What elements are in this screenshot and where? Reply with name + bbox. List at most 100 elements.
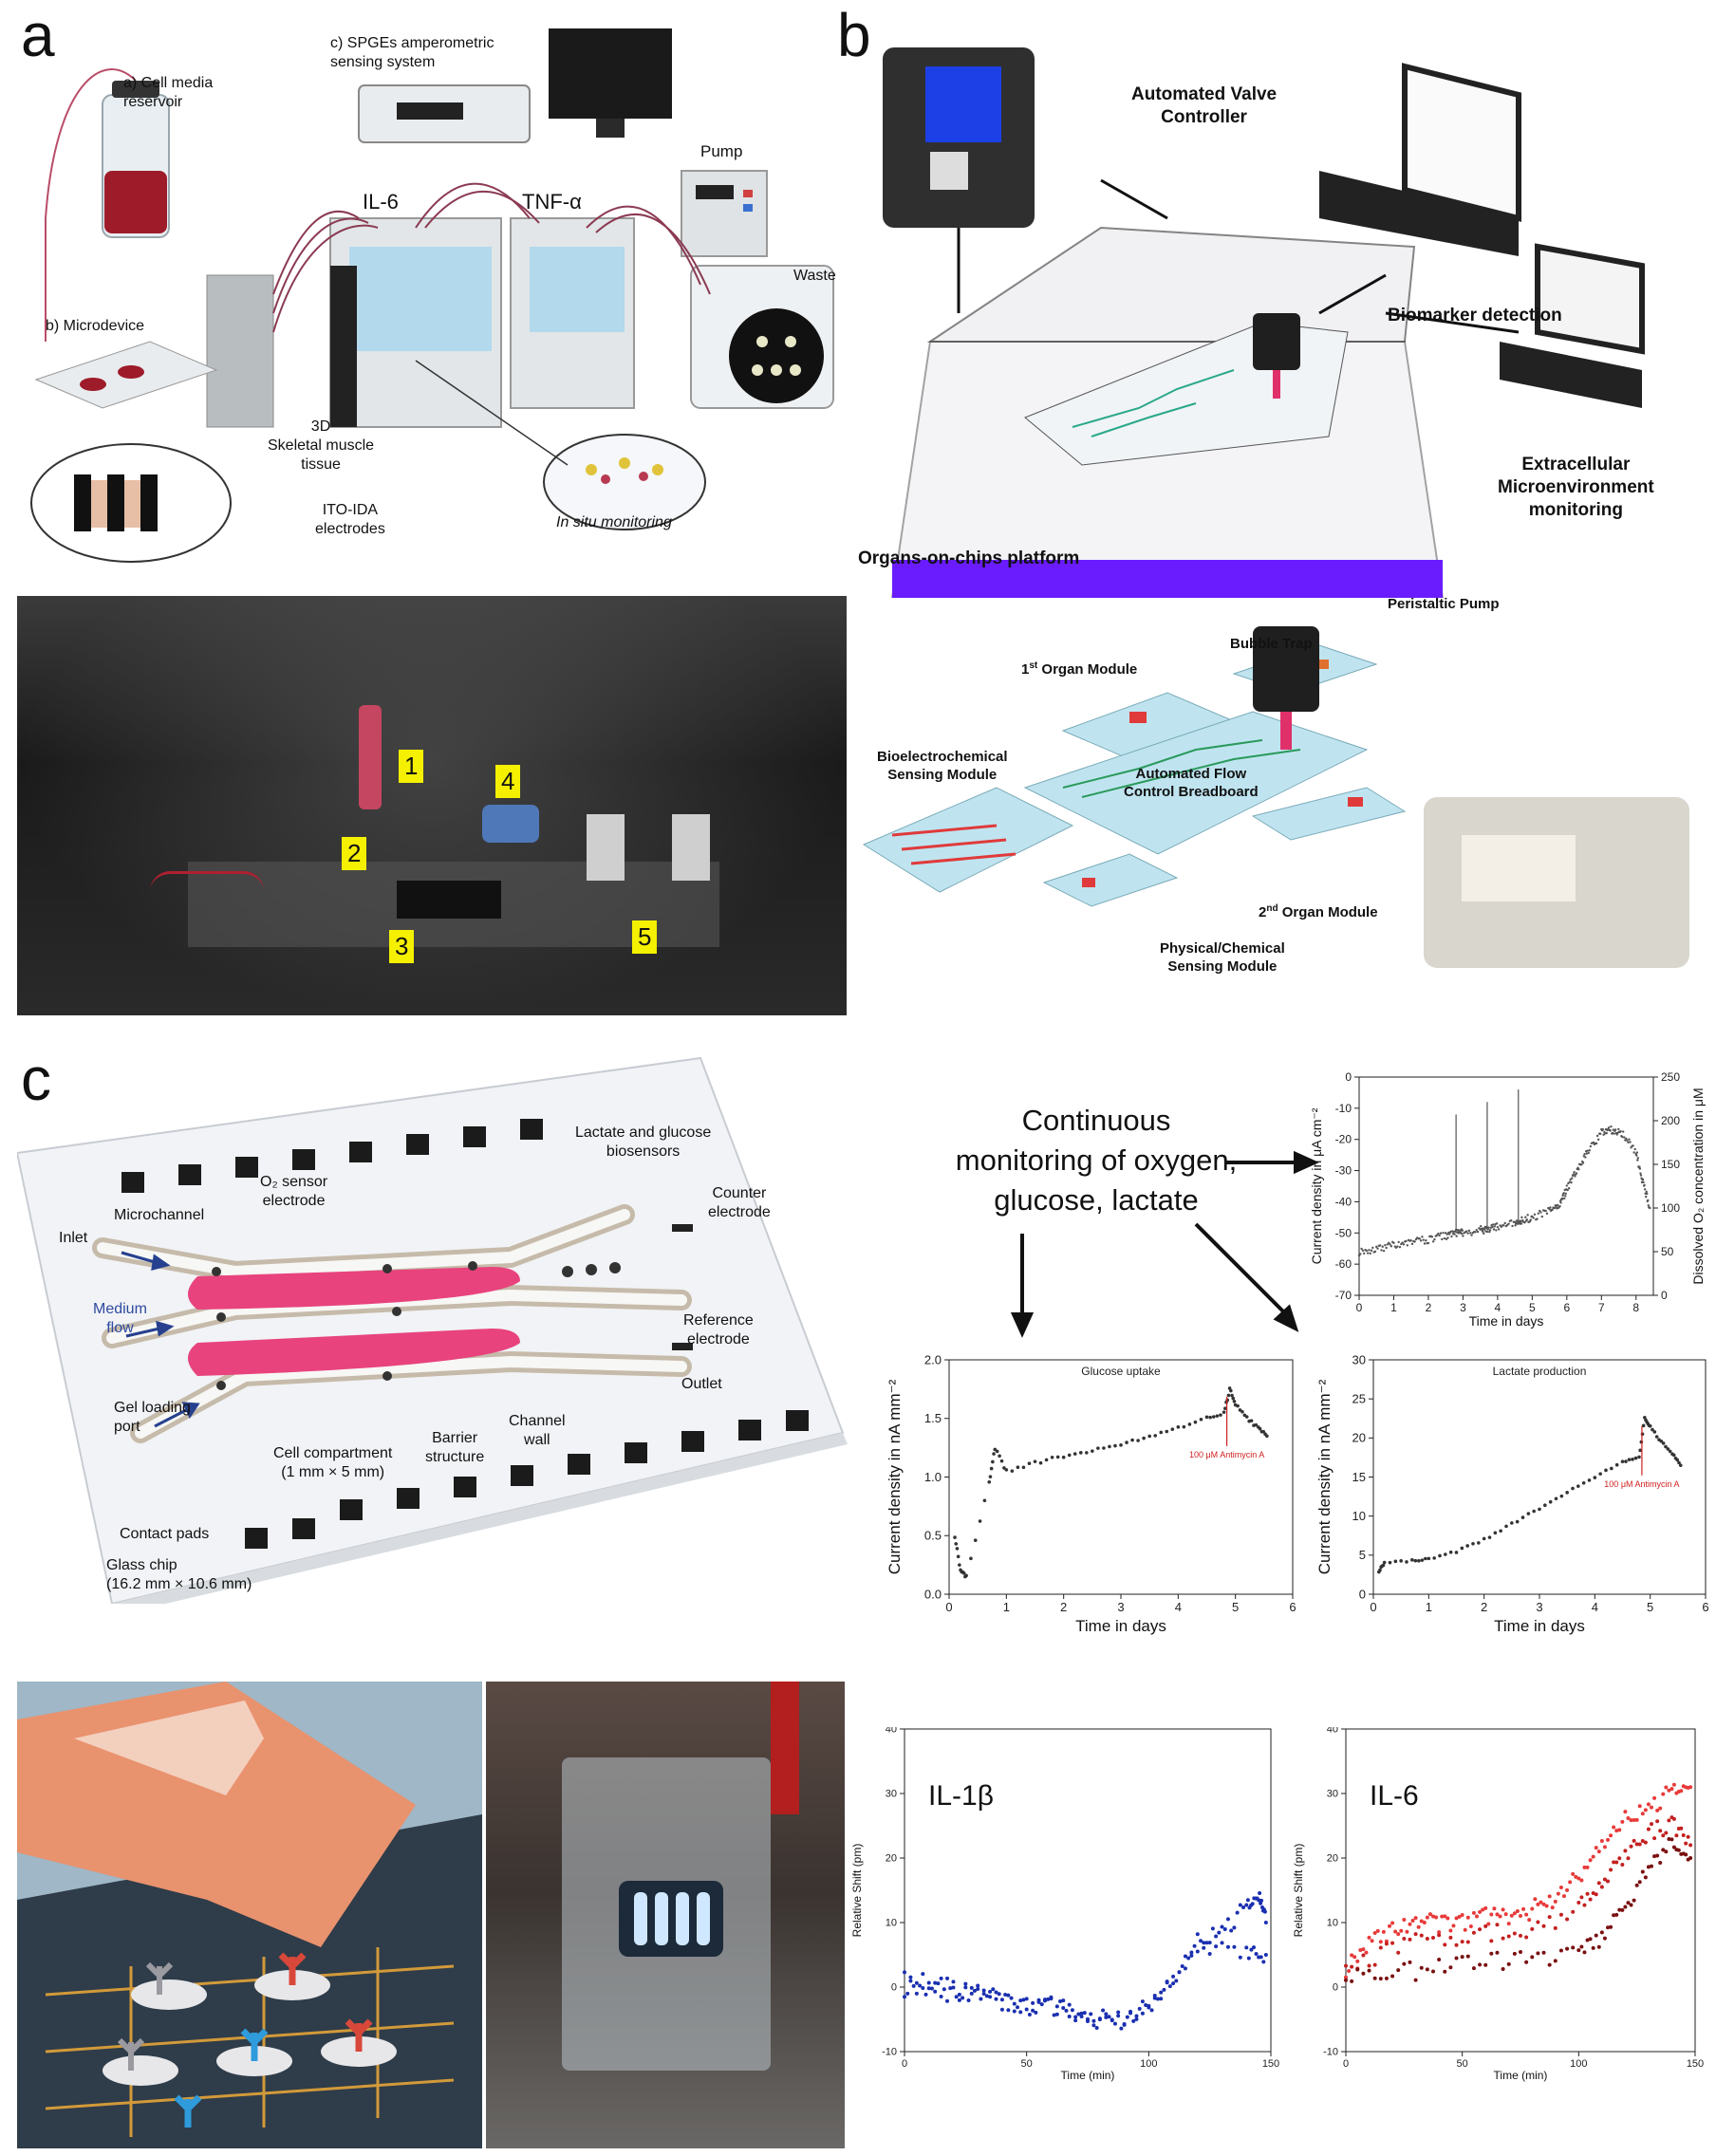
data-point — [1344, 1975, 1348, 1979]
data-point — [1637, 1880, 1642, 1885]
data-point — [1420, 1558, 1425, 1562]
data-point — [1483, 1232, 1485, 1236]
data-point — [1193, 1420, 1198, 1424]
data-point — [1259, 1955, 1263, 1960]
data-point — [1482, 1230, 1484, 1234]
data-point — [1619, 1130, 1622, 1133]
data-point — [1646, 1865, 1651, 1869]
data-point — [1677, 1460, 1681, 1465]
data-point — [1497, 1228, 1501, 1231]
glass-chip-label: Glass chip (16.2 mm × 10.6 mm) — [106, 1557, 252, 1592]
data-point — [1054, 2004, 1059, 2009]
data-point — [1421, 1236, 1424, 1238]
data-point — [933, 1989, 938, 1994]
data-point — [1614, 1912, 1619, 1917]
data-point — [1419, 1965, 1424, 1970]
outlet-label: Outlet — [681, 1376, 722, 1392]
y-axis-label: Current density in nA mm⁻² — [1315, 1379, 1334, 1574]
data-point — [1189, 1950, 1194, 1955]
data-point — [911, 1983, 916, 1988]
data-point — [1259, 1898, 1264, 1903]
data-point — [951, 1979, 956, 1984]
data-point — [1125, 1440, 1128, 1444]
data-point — [1641, 1423, 1646, 1428]
data-point — [1585, 1865, 1590, 1869]
data-point — [1249, 1947, 1254, 1952]
data-point — [1410, 1242, 1414, 1246]
data-point — [1485, 1230, 1489, 1234]
data-point — [1521, 1906, 1526, 1911]
data-point — [1167, 1984, 1172, 1989]
data-point — [1633, 1456, 1638, 1460]
data-point — [1632, 1151, 1635, 1154]
data-point — [1650, 1805, 1653, 1810]
data-point — [1575, 1172, 1578, 1175]
data-point — [1688, 1856, 1693, 1860]
data-point — [1637, 1842, 1642, 1847]
y-tick-label: -60 — [1335, 1257, 1352, 1271]
data-point — [1244, 1945, 1249, 1950]
data-point — [1495, 1912, 1500, 1917]
data-point — [957, 1998, 961, 2002]
data-point — [1432, 1556, 1436, 1560]
data-point — [1492, 1906, 1497, 1911]
data-point — [1576, 1901, 1581, 1905]
data-point — [1225, 1944, 1230, 1949]
data-point — [1208, 1415, 1212, 1420]
data-point — [1688, 1843, 1693, 1848]
data-point — [1661, 1441, 1666, 1445]
data-point — [1567, 1181, 1570, 1185]
data-point — [1478, 1927, 1483, 1932]
data-point — [1389, 1243, 1391, 1246]
data-point — [1049, 1995, 1054, 1999]
data-point — [1263, 1953, 1268, 1957]
data-point — [1596, 1849, 1601, 1854]
first-organ-suffix: st — [1029, 660, 1038, 671]
data-point — [1684, 1841, 1688, 1846]
data-point — [1524, 1935, 1529, 1940]
data-point — [1571, 1945, 1576, 1950]
data-point — [1427, 1241, 1430, 1245]
data-point — [1079, 2011, 1084, 2016]
data-point — [903, 1970, 906, 1975]
data-point — [1536, 1951, 1540, 1956]
data-point — [1036, 1999, 1041, 2004]
data-point — [1519, 1913, 1522, 1918]
data-point — [1581, 1480, 1586, 1485]
data-point — [988, 1989, 993, 1994]
data-point — [1471, 1541, 1475, 1546]
data-point — [1643, 1415, 1647, 1420]
data-point — [1583, 1153, 1586, 1156]
data-point — [1419, 1919, 1424, 1924]
data-point — [1559, 1201, 1562, 1204]
data-point — [1483, 1905, 1488, 1910]
data-point — [1664, 1785, 1669, 1790]
tnf-label: TNF-α — [522, 190, 582, 214]
data-point — [1385, 1246, 1388, 1250]
data-point — [1405, 1929, 1409, 1934]
y-tick-label: -10 — [1323, 2047, 1338, 2058]
data-point — [1671, 1453, 1676, 1458]
data-point — [1438, 1234, 1441, 1237]
data-point — [1558, 1886, 1563, 1890]
data-point — [1460, 1955, 1464, 1960]
data-point — [1602, 1936, 1607, 1941]
data-point — [1527, 1918, 1532, 1923]
valve-controller-label: Automated Valve Controller — [1131, 84, 1278, 127]
data-point — [1355, 1967, 1360, 1972]
data-point — [1643, 1183, 1646, 1187]
series-label: IL-1β — [928, 1780, 994, 1812]
data-point — [1587, 1478, 1592, 1482]
x-axis-label: Time in days — [1494, 1617, 1585, 1635]
data-point — [1541, 1950, 1546, 1955]
data-point — [1529, 1218, 1532, 1221]
data-point — [1640, 1839, 1645, 1844]
data-point — [1652, 1795, 1657, 1800]
data-point — [1192, 1943, 1197, 1948]
data-point — [1629, 1903, 1633, 1907]
data-point — [1594, 1846, 1598, 1850]
data-point — [1465, 1940, 1470, 1944]
data-point — [1361, 1971, 1366, 1976]
data-point — [1664, 1831, 1669, 1835]
